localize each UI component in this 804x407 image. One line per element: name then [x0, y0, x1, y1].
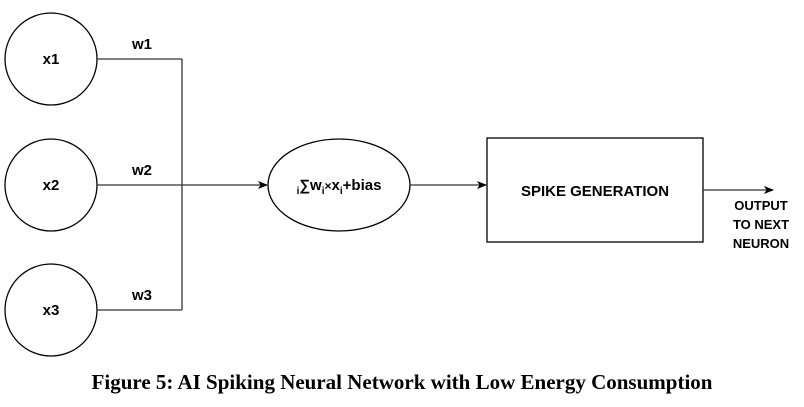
- input-node-x1: x1: [4, 12, 98, 106]
- weight-label-w3: w3: [131, 287, 152, 304]
- input-label-x2: x2: [43, 177, 60, 194]
- input-node-x3: x3: [4, 263, 98, 357]
- weight-label-w1: w1: [131, 36, 152, 53]
- output-label-line-2: TO NEXT: [733, 217, 789, 232]
- sum-index: i: [297, 186, 300, 197]
- input-label-x3: x3: [43, 302, 60, 319]
- output-label-line-3: NEURON: [733, 236, 789, 251]
- input-index: i: [340, 186, 343, 197]
- input-label-x1: x1: [43, 51, 60, 68]
- weight-label-w2: w2: [131, 162, 152, 179]
- weight-index: i: [322, 186, 325, 197]
- summation-node: i∑wi×xi+bias: [267, 138, 411, 232]
- bias-term: +bias: [343, 177, 382, 194]
- input-symbol: x: [332, 177, 341, 194]
- weight-symbol: w: [309, 177, 322, 194]
- spike-generation-block: SPIKE GENERATION: [486, 137, 704, 243]
- summation-formula: i∑wi×xi+bias: [297, 177, 382, 197]
- input-node-x2: x2: [4, 138, 98, 232]
- times-symbol: ×: [325, 179, 332, 193]
- spike-generation-label: SPIKE GENERATION: [521, 183, 669, 200]
- figure-caption: Figure 5: AI Spiking Neural Network with…: [91, 370, 713, 394]
- output-label: OUTPUT TO NEXT NEURON: [733, 198, 789, 251]
- output-label-line-1: OUTPUT: [734, 198, 788, 213]
- sigma-symbol: ∑: [299, 177, 310, 194]
